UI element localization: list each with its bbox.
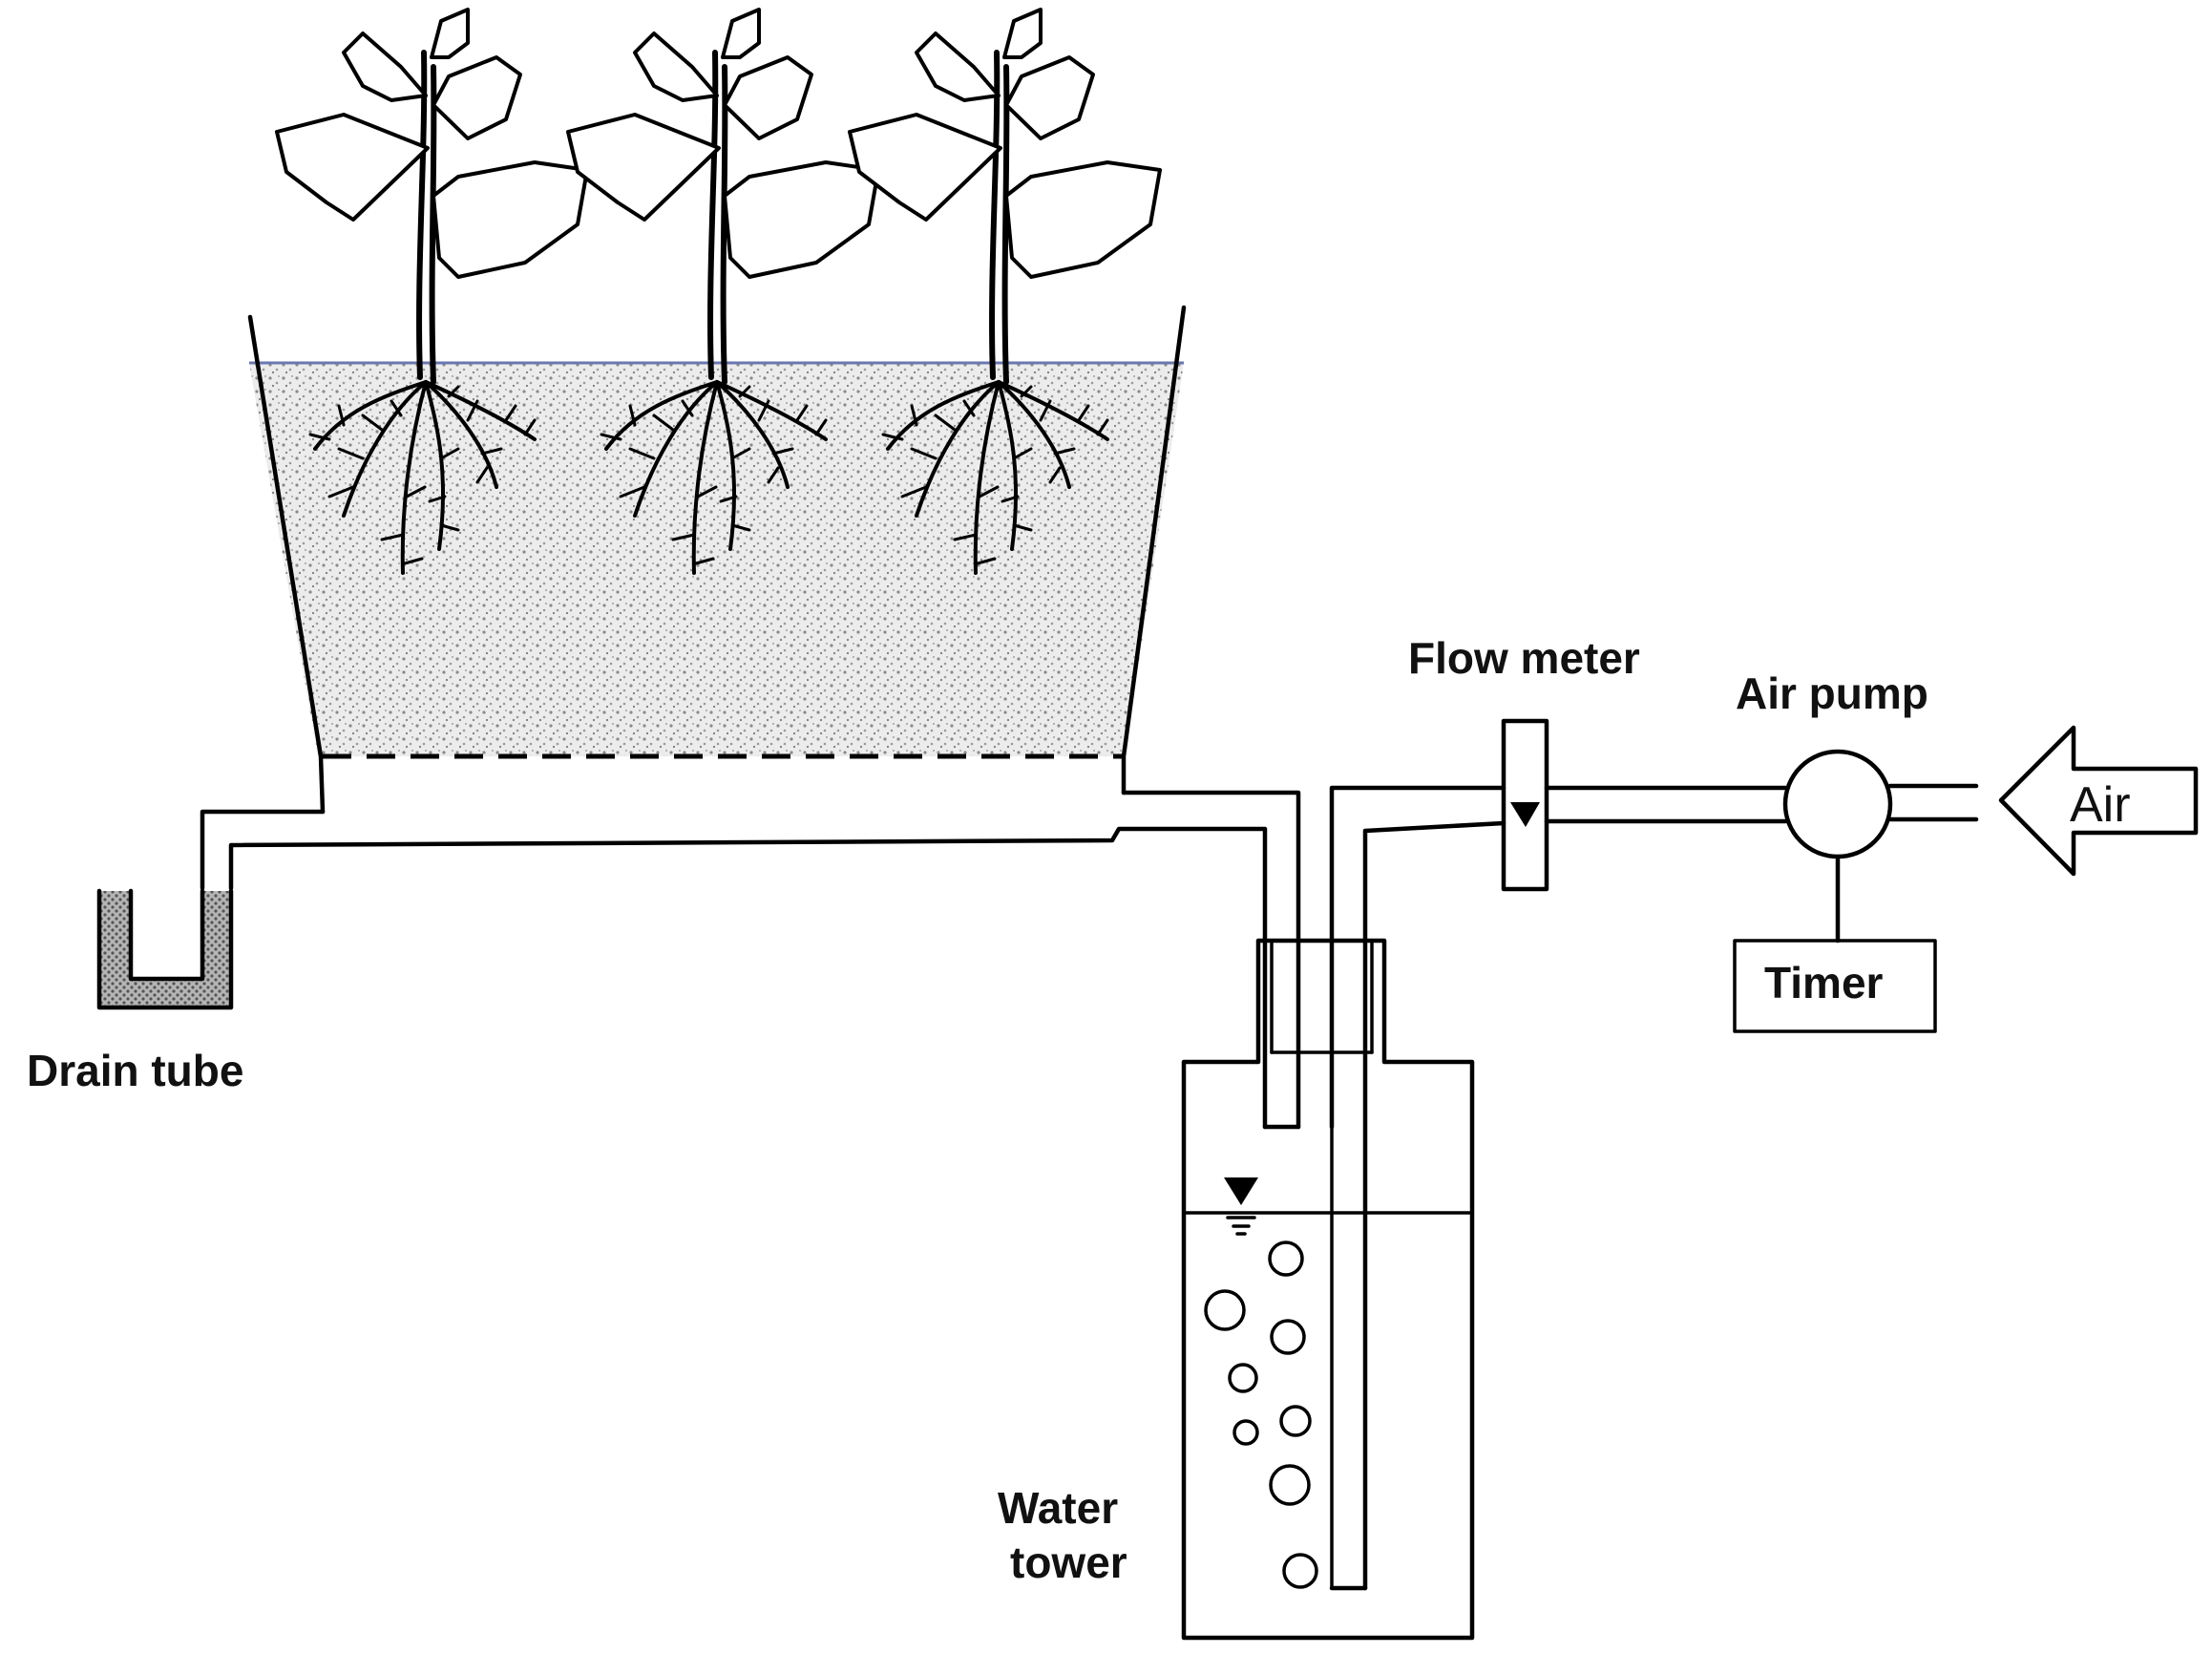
container-wall-left: [247, 314, 326, 815]
bubble: [1232, 1419, 1259, 1446]
left-arrow-icon: [1998, 725, 2199, 877]
air-pipes: [1329, 783, 1979, 1591]
bubble: [1270, 1319, 1306, 1355]
air-pump-label: Air pump: [1736, 668, 1928, 718]
drain-tube-label: Drain tube: [27, 1046, 243, 1095]
bubble: [1282, 1553, 1318, 1589]
air-pump: [1782, 749, 1893, 944]
bubble: [1228, 1363, 1258, 1393]
bubble: [1269, 1464, 1311, 1506]
water-tower: [1181, 938, 1475, 1641]
timer-label: Timer: [1764, 958, 1884, 1007]
growing-medium: [249, 363, 1184, 756]
water-level-triangle-icon: [1224, 1177, 1258, 1236]
water-tower-label-line1: Water: [998, 1483, 1118, 1533]
drain-tube: [96, 888, 234, 1010]
air-label: Air: [2070, 777, 2131, 833]
bubble: [1268, 1240, 1304, 1277]
timer-box: [1733, 939, 1937, 1033]
flow-indicator-icon: [1510, 802, 1540, 827]
flow-meter: [1501, 718, 1549, 892]
flow-meter-label: Flow meter: [1408, 633, 1640, 683]
bubble: [1204, 1289, 1246, 1331]
air-bubbles: [1204, 1240, 1318, 1589]
bubble: [1279, 1405, 1312, 1437]
drain-channel: [200, 790, 1301, 1130]
water-tower-label-line2: tower: [1010, 1537, 1127, 1587]
planting-container: [247, 305, 1187, 815]
